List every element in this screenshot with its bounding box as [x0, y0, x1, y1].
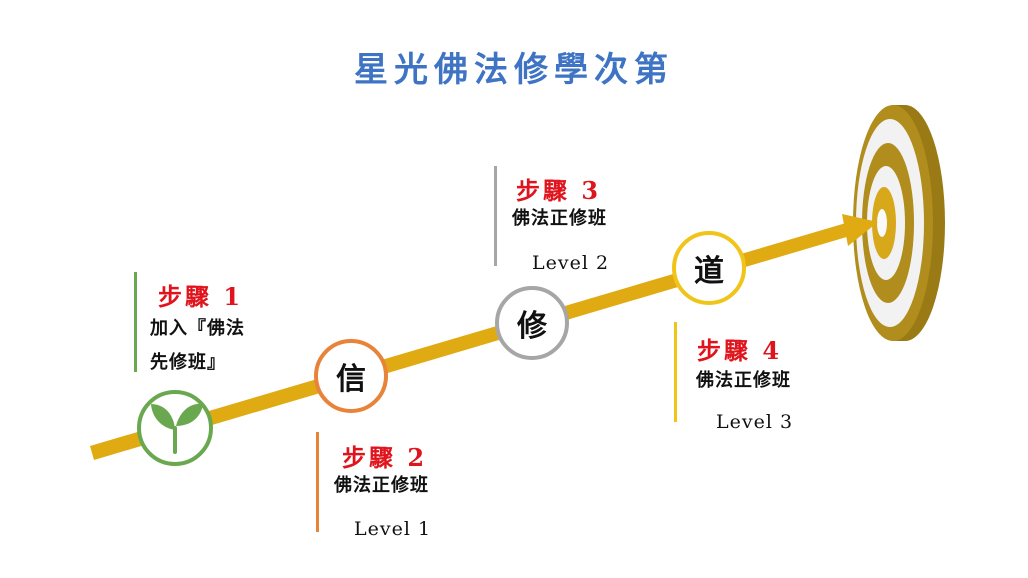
step-3-level: Level 2	[532, 252, 610, 274]
seed-node	[137, 390, 213, 466]
way-node-label: 道	[694, 254, 724, 289]
practice-node-ring	[495, 286, 569, 360]
step-4-bar	[674, 322, 677, 422]
step-2-desc: 佛法正修班	[334, 475, 429, 496]
step-4-level: Level 3	[716, 411, 794, 433]
step-1-bar	[134, 272, 137, 372]
step-4-title: 步驟 4	[697, 336, 783, 365]
step-2-title: 步驟 2	[342, 443, 428, 472]
step-3-desc: 佛法正修班	[512, 208, 607, 229]
step-3-title: 步驟 3	[516, 176, 602, 205]
way-node-ring	[672, 231, 746, 305]
page-title: 星光佛法修學次第	[354, 50, 674, 90]
step-4-desc: 佛法正修班	[696, 370, 791, 391]
step-1-desc-line2: 先修班』	[150, 352, 226, 373]
faith-node-label: 信	[336, 362, 366, 397]
target-icon	[853, 105, 945, 341]
progress-arrow	[90, 214, 878, 460]
practice-node-label: 修	[517, 309, 547, 344]
step-2-bar	[316, 432, 319, 532]
step-1-desc-line1: 加入『佛法	[150, 318, 245, 339]
faith-node-ring	[314, 339, 388, 413]
sprout-icon	[151, 403, 203, 454]
step-3-bar	[494, 166, 497, 266]
step-2-level: Level 1	[354, 518, 432, 540]
step-1-title: 步驟 1	[158, 282, 244, 311]
